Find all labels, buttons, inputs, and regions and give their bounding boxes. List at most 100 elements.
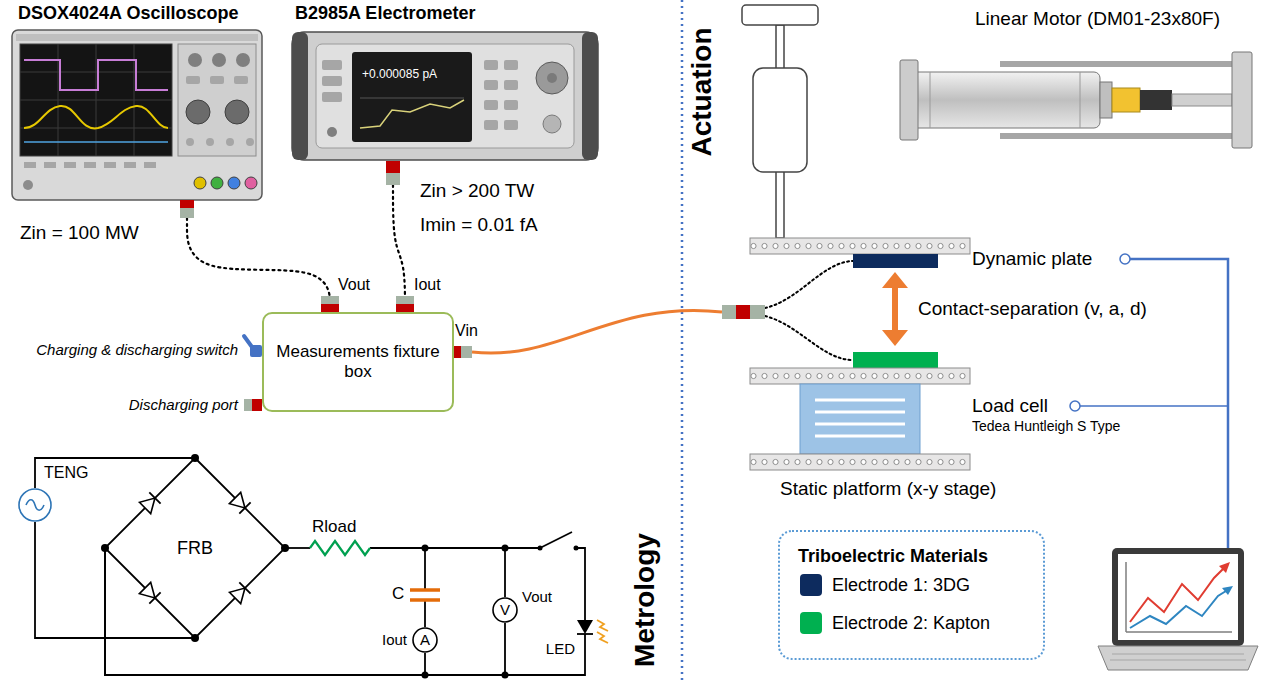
oscilloscope-picture [211,177,223,189]
oscilloscope-picture [188,53,202,67]
legend-entry: Electrode 1: 3DG [800,574,970,596]
capacitor-symbol [410,590,440,600]
oscilloscope-picture [124,162,136,168]
oscilloscope-picture [226,138,234,146]
oscilloscope-picture [23,180,33,190]
led-symbol [577,620,608,643]
led-symbol [577,620,593,634]
linear-motor-picture [1172,94,1232,106]
circuit-wire [504,548,506,597]
oscilloscope-picture [212,53,226,67]
signal-cable [765,261,853,308]
circuit-wire [105,548,505,675]
data-line [1070,401,1080,411]
bnc-port [386,161,400,173]
part-name: Static platform (x-y stage) [780,478,996,500]
junction-dot [191,634,199,642]
port-name: Iout [414,276,441,294]
electrometer-picture [316,44,574,148]
switch-symbol [540,532,572,548]
electrometer-picture [582,32,598,160]
laptop-picture [1098,646,1258,670]
junction-dot [101,544,109,552]
motion-label: Contact-separation (v, a, d) [918,298,1147,320]
oscilloscope-picture [186,138,194,146]
legend-swatch [800,574,822,596]
box-label: Measurements fixture box [276,342,440,381]
current-spec: Imin = 0.01 fA [420,214,538,236]
electrometer-picture [484,60,498,70]
circuit-wire [370,547,540,549]
electrometer-picture [292,32,598,160]
electrometer-picture [504,100,518,110]
electrometer-picture [547,73,557,83]
meter-symbol: V [500,601,510,618]
laptop-picture [1118,554,1238,640]
electrometer-picture [327,127,337,137]
linear-motor-picture [910,72,1100,128]
laptop-picture [1219,562,1230,573]
bnc-port [321,304,339,312]
electrometer-picture [536,62,568,94]
port-name: Discharging port [129,396,238,413]
legend-swatch [800,612,822,634]
laptop-picture [1098,548,1258,670]
component-name: LED [546,640,575,657]
electrometer-picture [292,32,308,160]
oscilloscope-picture [225,100,249,124]
signal-cable [187,218,330,312]
laptop-picture [1130,591,1226,628]
oscilloscope-picture [12,30,262,200]
junction-dot [281,544,289,552]
oscilloscope-picture [234,76,248,84]
circle-outline [493,598,517,622]
source-label: TENG [44,464,88,482]
laptop-picture [1126,562,1232,632]
electrometer-picture [352,52,472,142]
dynamic-plate [750,238,970,254]
linear-motor-picture [1112,88,1140,112]
oscilloscope-picture [104,162,116,168]
electrometer-picture [484,100,498,110]
oscilloscope-picture [144,162,156,168]
legend-text: Electrode 1: 3DG [832,575,970,596]
voltmeter: V [492,597,518,623]
motion-arrow [882,330,908,346]
data-line [1120,254,1130,264]
electrometer-picture [322,76,342,86]
electrometer-picture [504,60,518,70]
part-name: Load cell [972,395,1048,417]
electrometer-picture [543,115,561,133]
junction-dot [422,672,429,679]
part-model: Tedea Huntleigh S Type [972,418,1120,434]
bnc-port [244,399,252,411]
oscilloscope-picture [24,106,168,129]
circuit-wire [285,548,585,675]
diode-symbol [229,582,250,603]
oscilloscope-picture [24,60,168,90]
static-platform [815,400,905,436]
linear-motor-picture [1140,90,1172,110]
bnc-port [396,304,414,312]
port-name: Vin [455,322,478,340]
section-divider [682,0,683,684]
instrument-title: B2985A Electrometer [295,3,475,24]
static-platform [750,368,970,384]
signal-cable [472,261,853,360]
bnc-port [321,296,339,304]
bnc-port [180,200,194,208]
component-name: C [392,584,404,604]
electrometer-picture [484,120,498,130]
legend-text: Electrode 2: Kapton [832,613,990,634]
bnc-port [461,346,472,358]
junction-dot [191,454,199,462]
oscilloscope-picture [228,177,240,189]
bnc-port [386,173,400,185]
oscilloscope-picture [178,44,256,156]
diode-symbol [139,582,160,603]
legend-title: Triboelectric Materials [798,546,988,567]
diode-symbol [139,582,160,603]
junction-dot [502,545,509,552]
toggle-switch [244,336,262,357]
bnc-port [722,305,736,319]
